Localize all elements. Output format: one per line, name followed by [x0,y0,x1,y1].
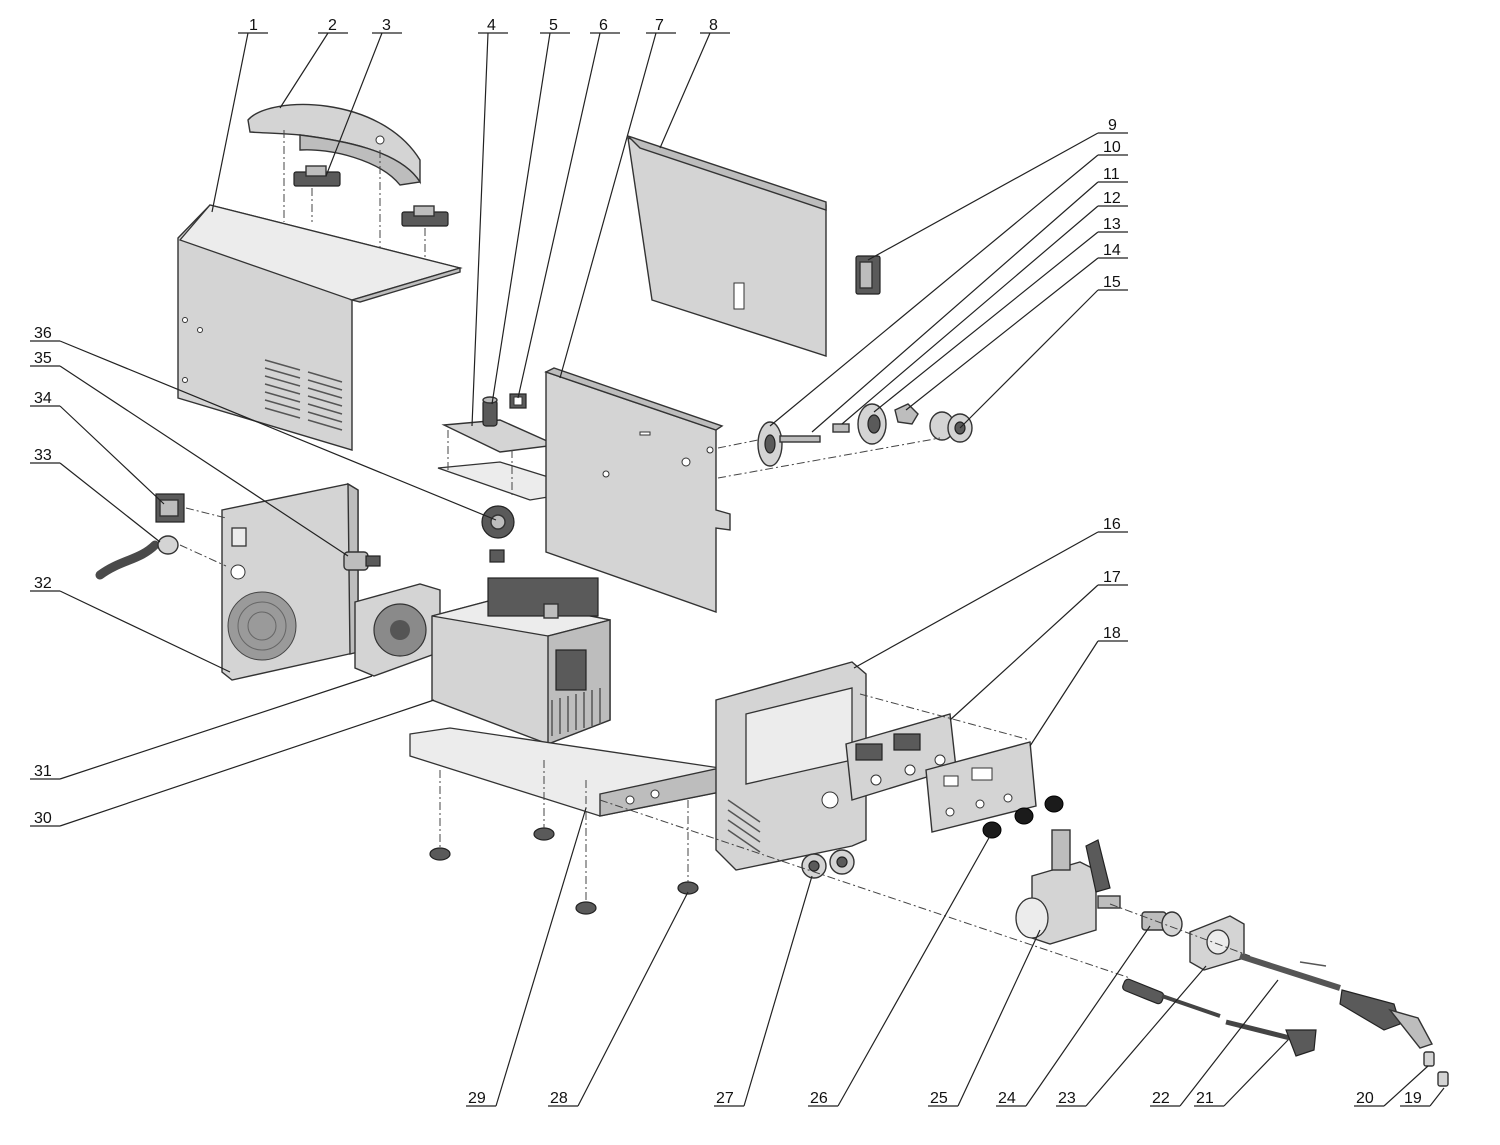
callout-32: 32 [34,575,52,592]
spool-spring [832,423,850,433]
front-label-plate [925,741,1037,833]
knob-3 [1044,795,1064,813]
callout-16: 16 [1103,516,1121,533]
callout-2: 2 [328,17,337,34]
fan-impeller [481,505,515,539]
callout-6: 6 [599,17,608,34]
output-terminal-1 [801,853,827,879]
callout-22: 22 [1152,1090,1170,1107]
rear-panel [221,482,359,681]
output-terminal-2 [829,849,855,875]
cooling-fan [354,583,441,677]
small-switch [855,255,881,295]
rear-panel-grille [227,591,297,661]
cover-vents [264,359,343,431]
middle-panel [544,367,731,613]
callout-29: 29 [468,1090,486,1107]
callout-13: 13 [1103,216,1121,233]
handle [247,103,422,186]
contact-tip [1437,1071,1449,1087]
callout-15: 15 [1103,274,1121,291]
foot-pad-2 [533,827,555,841]
base-tray [409,727,721,817]
callout-30: 30 [34,810,52,827]
power-cable [95,535,179,580]
callout-34: 34 [34,390,52,407]
callout-33: 33 [34,447,52,464]
callout-25: 25 [930,1090,948,1107]
leader-lines [30,32,1445,1107]
torch-nozzle [1423,1051,1435,1067]
knob-1 [982,821,1002,839]
power-switch [155,493,185,523]
front-frame-vents [727,799,761,853]
callout-18: 18 [1103,625,1121,642]
knob-2 [1014,807,1034,825]
euro-connector [1141,911,1183,937]
foot-pad-3 [575,901,597,915]
bushing [482,396,498,427]
main-pcb-assembly [431,577,611,746]
callout-8: 8 [709,17,718,34]
callout-14: 14 [1103,242,1121,259]
callout-20: 20 [1356,1090,1374,1107]
callout-31: 31 [34,763,52,780]
callout-21: 21 [1196,1090,1214,1107]
handle-mount-right [401,205,449,227]
spool-hub [757,421,821,467]
connector-housing [1189,915,1245,971]
callout-labels: 1 2 3 4 5 6 7 8 9 10 11 12 13 14 15 16 1… [34,17,1422,1107]
callout-28: 28 [550,1090,568,1107]
terminal-connector [343,551,381,571]
side-panel [627,135,827,357]
callout-1: 1 [249,17,258,34]
torch-liner [1122,978,1221,1018]
hub-nut [894,403,919,425]
mig-torch [1239,953,1434,1049]
foot-pad-1 [429,847,451,861]
fan-clip [489,549,505,563]
heatsink-fins [551,688,601,736]
callout-11: 11 [1103,166,1120,183]
callout-7: 7 [655,17,664,34]
handle-mount-left [293,165,341,187]
callout-5: 5 [549,17,558,34]
callout-26: 26 [810,1090,828,1107]
callout-23: 23 [1058,1090,1076,1107]
callout-10: 10 [1103,139,1121,156]
callout-27: 27 [716,1090,734,1107]
spool-disc [857,403,887,445]
callout-9: 9 [1108,117,1117,134]
callout-4: 4 [487,17,496,34]
top-cover [177,204,463,451]
callout-35: 35 [34,350,52,367]
clip [509,393,527,409]
callout-19: 19 [1404,1090,1422,1107]
callout-3: 3 [382,17,391,34]
torch-tool [1225,1019,1317,1057]
callout-12: 12 [1103,190,1121,207]
callout-36: 36 [34,325,52,342]
feed-roller [929,411,973,443]
front-frame [715,661,867,871]
wire-feeder [1015,829,1121,945]
callout-24: 24 [998,1090,1016,1107]
callout-17: 17 [1103,569,1121,586]
